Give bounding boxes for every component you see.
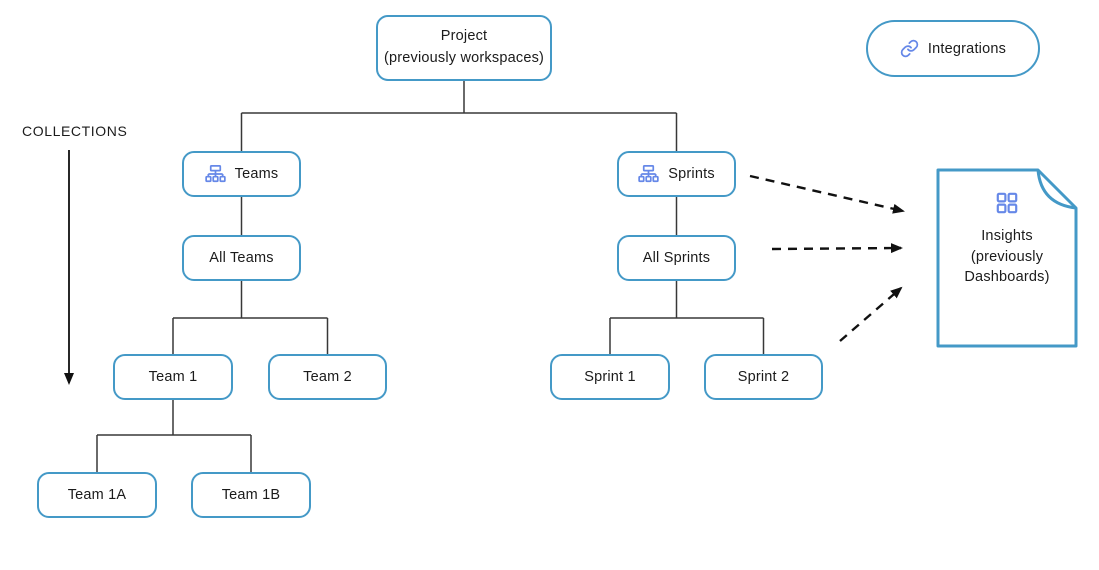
node-integrations: Integrations xyxy=(866,20,1040,77)
grid-icon xyxy=(996,192,1018,214)
node-sprint-1: Sprint 1 xyxy=(550,354,670,400)
hierarchy-icon xyxy=(204,165,226,183)
team-1b-label: Team 1B xyxy=(221,487,281,503)
tree-connector-allsprints-children xyxy=(609,281,765,354)
all-teams-label: All Teams xyxy=(209,250,274,266)
tree-connector-project-children xyxy=(240,81,678,151)
project-label-line2: (previously workspaces) xyxy=(383,50,545,66)
sprint-1-label: Sprint 1 xyxy=(584,369,636,385)
node-team-1b: Team 1B xyxy=(191,472,311,518)
tree-connector-team1-children xyxy=(96,400,252,472)
insights-label-line3: Dashboards) xyxy=(964,269,1050,286)
tree-connector-allteams-children xyxy=(172,281,329,354)
node-all-sprints: All Sprints xyxy=(617,235,736,281)
node-sprints: Sprints xyxy=(617,151,736,197)
team-2-label: Team 2 xyxy=(303,369,352,385)
node-all-teams: All Teams xyxy=(182,235,301,281)
node-team-1: Team 1 xyxy=(113,354,233,400)
team-1a-label: Team 1A xyxy=(67,487,127,503)
collections-label: COLLECTIONS xyxy=(22,123,128,139)
node-team-2: Team 2 xyxy=(268,354,387,400)
link-icon xyxy=(900,39,919,58)
all-sprints-label: All Sprints xyxy=(642,250,711,266)
node-team-1a: Team 1A xyxy=(37,472,157,518)
document-shape xyxy=(936,168,1078,348)
sprints-label: Sprints xyxy=(668,166,715,182)
sprint-2-label: Sprint 2 xyxy=(737,369,790,385)
node-insights: Insights (previously Dashboards) xyxy=(936,168,1078,348)
node-teams: Teams xyxy=(182,151,301,197)
hierarchy-icon xyxy=(638,165,659,183)
teams-label: Teams xyxy=(234,166,279,182)
project-label-line1: Project xyxy=(440,28,488,45)
node-project: Project (previously workspaces) xyxy=(376,15,552,81)
dashed-arrow-allsprints-to-insights xyxy=(771,243,903,254)
dashed-arrow-sprints-to-insights xyxy=(749,174,905,214)
insights-label-line1: Insights xyxy=(981,228,1033,244)
node-sprint-2: Sprint 2 xyxy=(704,354,823,400)
integrations-label: Integrations xyxy=(927,40,1007,57)
dashed-arrow-sprint2-to-insights xyxy=(839,286,903,342)
team-1-label: Team 1 xyxy=(148,369,198,385)
insights-label-line2: (previously xyxy=(970,248,1044,265)
